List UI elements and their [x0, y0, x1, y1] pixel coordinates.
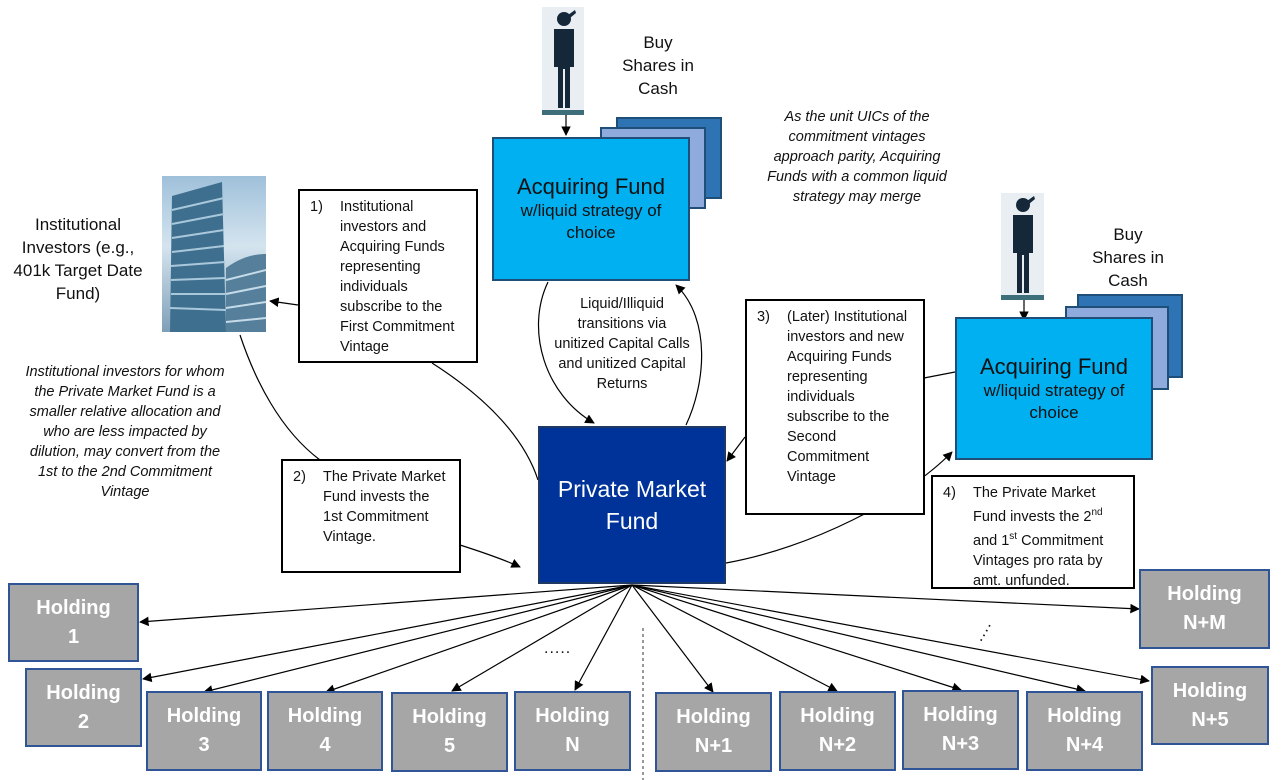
step-text: The Private Market Fund invests the 2nd … [973, 485, 1104, 589]
buy-shares-label-right: Buy Shares in Cash [1092, 225, 1164, 290]
acquiring-fund-subtitle: w/liquid strategy of choice [983, 380, 1125, 422]
arrow-to-holding-5 [451, 584, 633, 692]
investor-person-right [1001, 193, 1044, 300]
buy-shares-label-top: Buy Shares in Cash [622, 33, 694, 98]
step-number: 1) [310, 199, 323, 215]
step-number: 2) [293, 469, 306, 485]
arrow-to-holding-3 [203, 584, 633, 695]
arrow-to-holding-4 [325, 584, 633, 694]
businessman-icon [1001, 196, 1044, 300]
building-icon [169, 182, 266, 332]
arrow-pmf-to-acquiring [675, 284, 703, 426]
step-number: 4) [943, 485, 956, 501]
private-market-fund-label: Private Market Fund [557, 476, 707, 534]
institutional-conversion-note: Institutional investors for whom the Pri… [25, 364, 225, 500]
acquiring-fund-subtitle: w/liquid strategy of choice [520, 201, 662, 242]
arrow-to-holding-n [574, 584, 633, 691]
step-text: (Later) Institutional investors and new … [787, 309, 908, 485]
arrow-to-holding-nm [631, 584, 1140, 614]
arrow-step3-to-pmf [726, 436, 746, 462]
investor-person-top [542, 7, 584, 115]
step-text: The Private Market Fund invests the 1st … [323, 469, 446, 545]
line-step1-to-pmf [431, 362, 539, 481]
step-number: 3) [757, 309, 770, 325]
arrow-acquiring-to-pmf [537, 281, 595, 424]
arrow-to-holding-n1 [631, 584, 714, 693]
office-building-image [162, 176, 266, 332]
arrow-pmf-to-acquiring-right [725, 451, 953, 564]
businessman-icon [542, 10, 584, 115]
step-text: Institutional investors and Acquiring Fu… [340, 199, 455, 355]
liquid-illiquid-transitions-label: Liquid/Illiquid transitions via unitized… [554, 296, 690, 392]
acquiring-fund-title: Acquiring Fund [517, 174, 665, 199]
arrow-step1-to-institutional [269, 297, 299, 307]
step-1-box: 1) Institutional investors and Acquiring… [298, 189, 478, 363]
acquiring-fund-right: Acquiring Fund w/liquid strategy of choi… [955, 317, 1153, 460]
step-2-box: 2) The Private Market Fund invests the 1… [281, 459, 461, 573]
institutional-investors-label: Institutional Investors (e.g., 401k Targ… [13, 215, 143, 303]
line-acquiring-right-to-step3 [923, 371, 956, 379]
step-4-box: 4) The Private Market Fund invests the 2… [931, 475, 1135, 589]
arrow-step2-to-pmf [459, 544, 521, 568]
step-3-box: 3) (Later) Institutional investors and n… [745, 299, 925, 515]
arrow-to-holding-n5 [631, 584, 1150, 685]
acquiring-fund-title: Acquiring Fund [980, 353, 1128, 379]
line-institutional-to-step2 [239, 334, 321, 461]
arrow-to-holding-n2 [631, 584, 838, 692]
arrow-to-holding-n4 [631, 584, 1086, 694]
acquiring-fund-top: Acquiring Fund w/liquid strategy of choi… [492, 137, 690, 281]
arrow-to-holding-2 [142, 584, 633, 683]
holdings-ellipsis: ..... [544, 640, 572, 657]
arrow-to-holding-n3 [631, 584, 962, 692]
private-market-fund: Private Market Fund [538, 426, 726, 584]
arrow-to-holding-1 [139, 584, 633, 627]
merge-note: As the unit UICs of the commitment vinta… [767, 109, 947, 205]
holding-arrows [139, 584, 1150, 695]
